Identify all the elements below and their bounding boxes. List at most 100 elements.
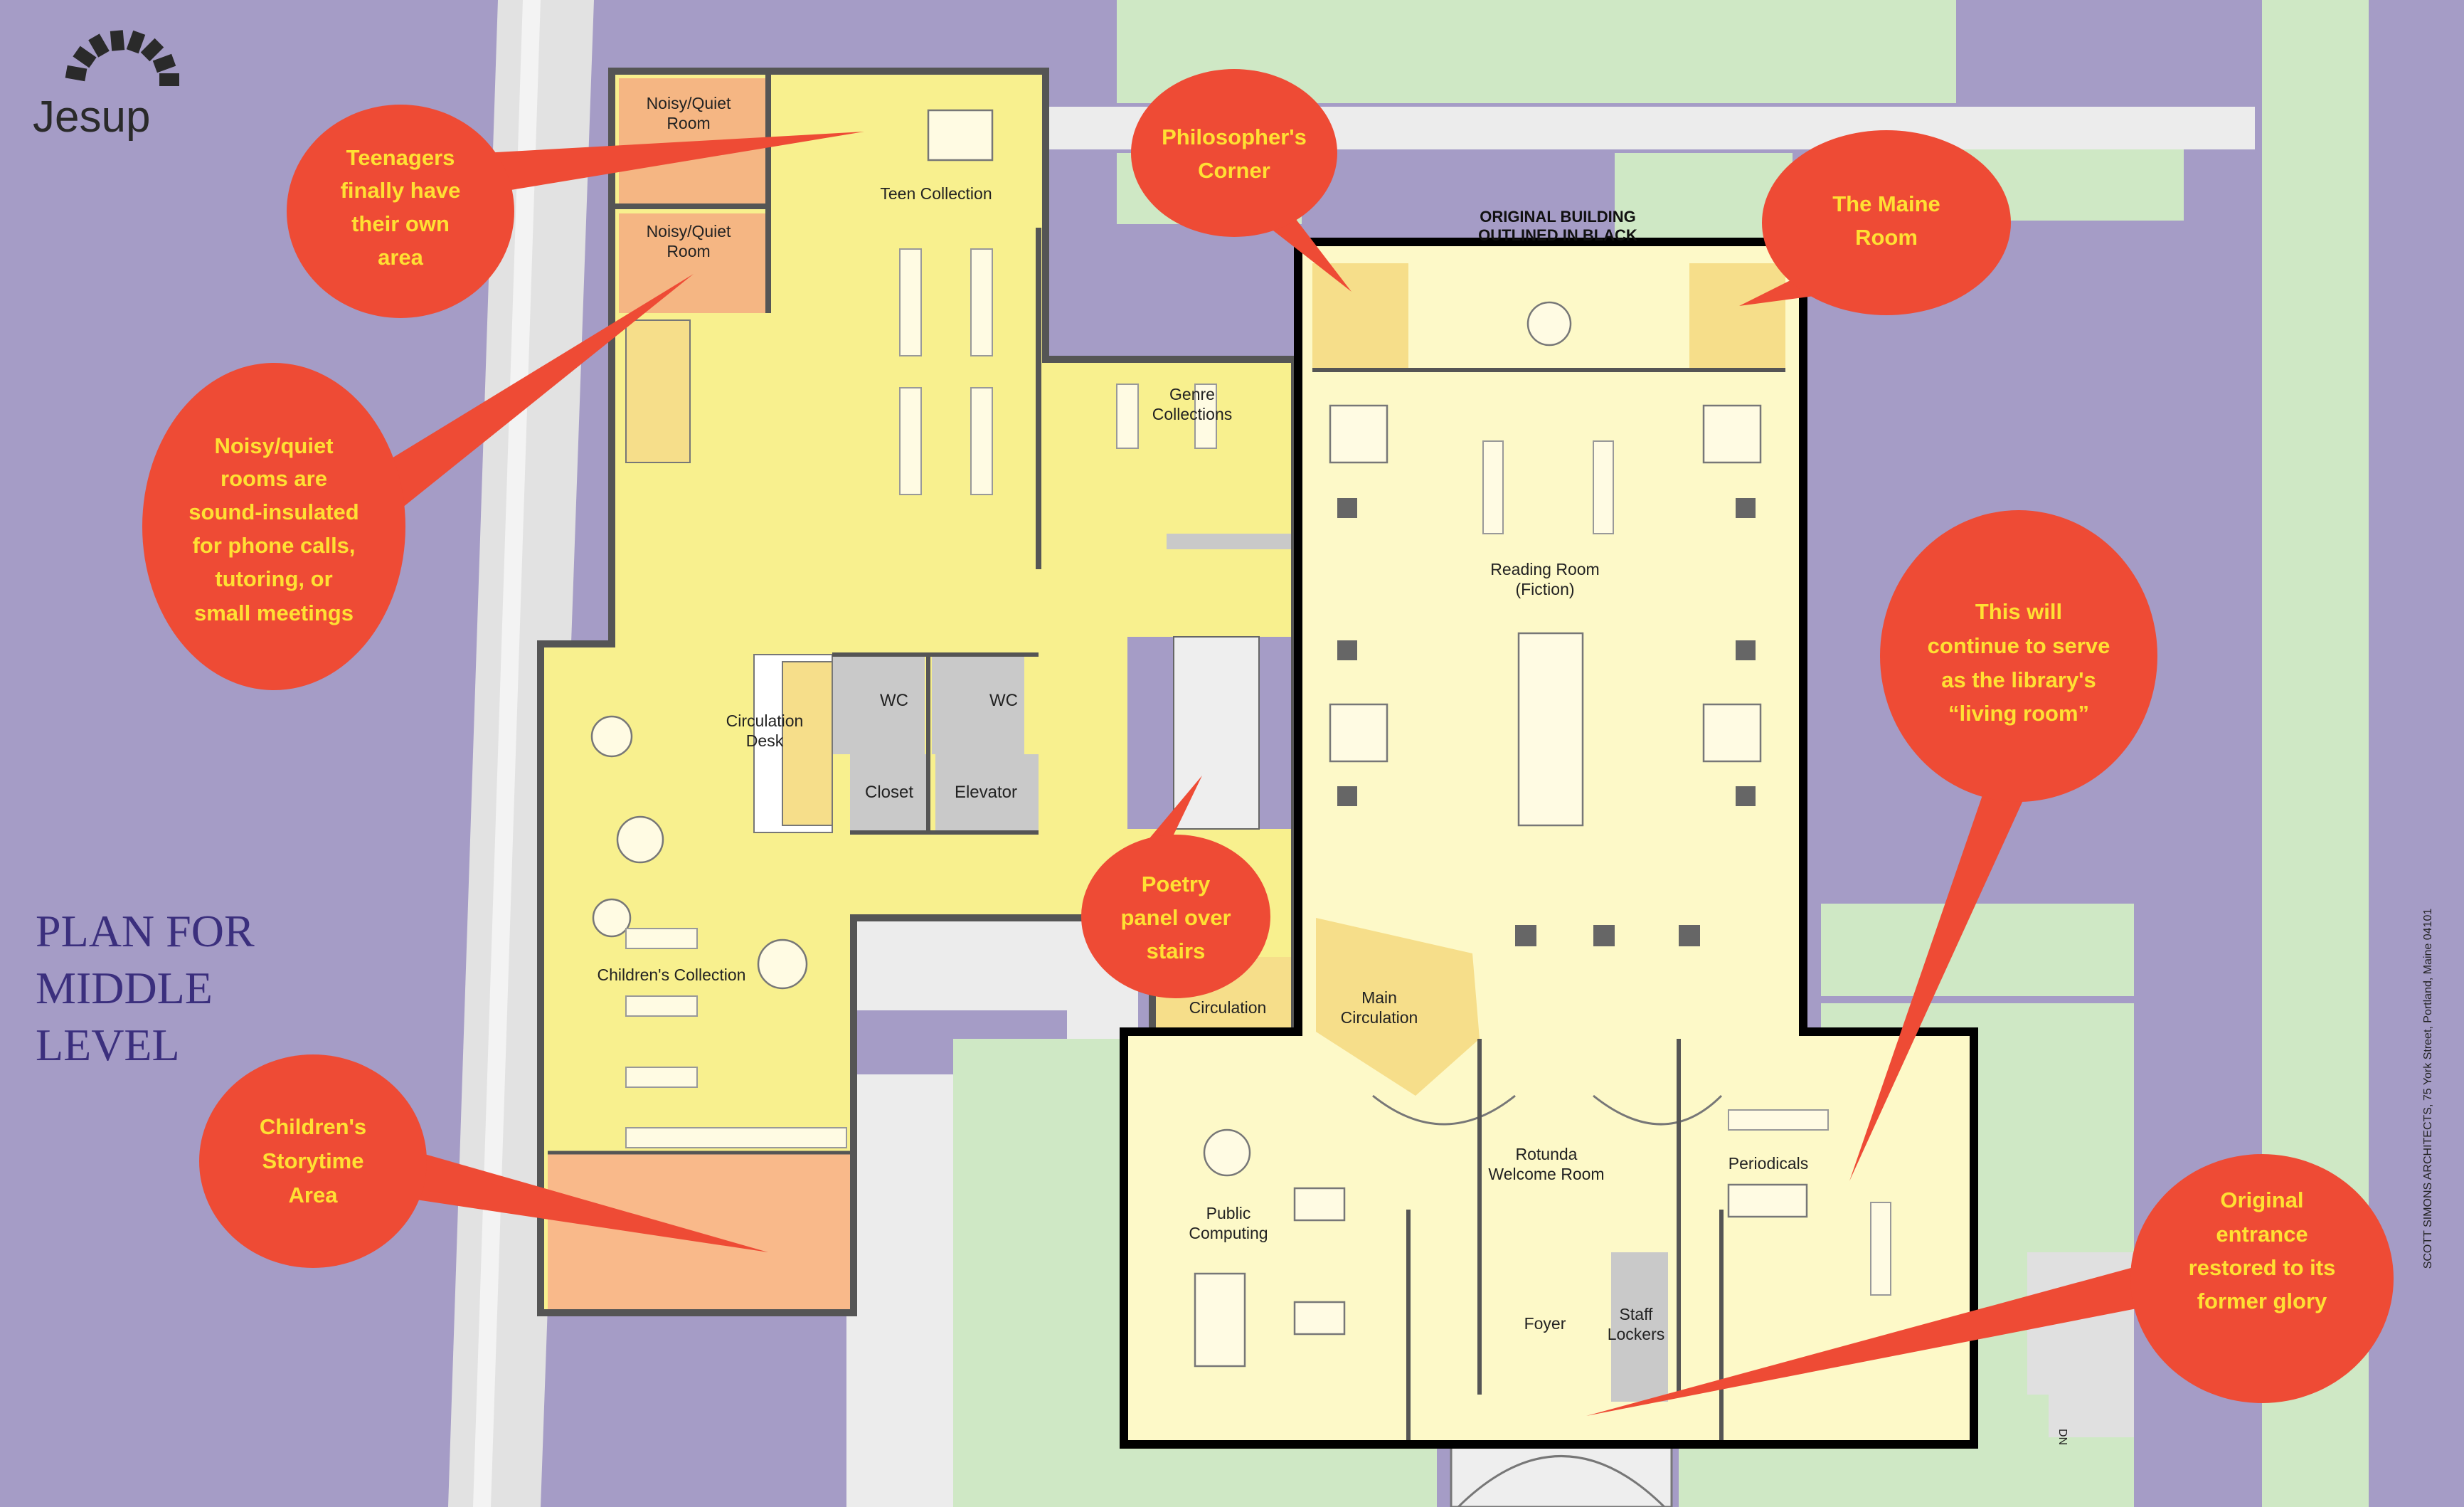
maine-callout-line: Room [1855, 225, 1918, 250]
periodicals-label: Periodicals [1728, 1154, 1809, 1173]
courtyard-strip [854, 1010, 1067, 1039]
main-circulation-floor [1316, 918, 1480, 1096]
staff-lockers-floor [1611, 1252, 1668, 1402]
noisy-quiet-room-2-floor [619, 213, 768, 313]
periodicals-shelf [1870, 1202, 1891, 1296]
paving-bottom-left [846, 1074, 953, 1507]
living-callout-line: “living room” [1948, 701, 2089, 726]
room-labels: Noisy/Quiet Room Noisy/Quiet Room Teen C… [598, 94, 1809, 1343]
reading-room-label: Reading Room [1490, 560, 1599, 578]
left-curb [473, 0, 541, 1507]
callout-pointers [356, 132, 2170, 1416]
column [1736, 786, 1756, 806]
storytime-pointer [370, 1138, 768, 1252]
philosopher-callout [1131, 69, 1337, 237]
column [1679, 925, 1700, 946]
genre-shelf [1194, 384, 1217, 449]
living-callout-line: as the library's [1941, 667, 2096, 692]
teen-shelf [970, 387, 993, 495]
round-table [592, 898, 632, 938]
maine-room-floor [1689, 263, 1785, 370]
public-computing-label: Computing [1189, 1224, 1268, 1242]
rotunda-label: Welcome Room [1488, 1165, 1604, 1183]
column [1337, 498, 1357, 518]
computing-desk [1293, 1187, 1346, 1222]
plan-title-line: MIDDLE [36, 963, 213, 1013]
column [1736, 640, 1756, 660]
entrance-callout-line: Original [2220, 1188, 2303, 1212]
philosopher-callout-line: Philosopher's [1162, 125, 1307, 149]
children-shelf [625, 995, 698, 1017]
living-callout-line: This will [1975, 599, 2062, 624]
reading-table [1702, 703, 1762, 763]
teen-shelf [899, 248, 922, 356]
children-shelf [625, 1067, 698, 1088]
genre-shelf [1116, 384, 1139, 449]
teen-callout [287, 105, 514, 318]
dn-label: DN [2056, 1429, 2069, 1445]
storytime-callout-line: Children's [260, 1114, 366, 1139]
noisy-callout-line: small meetings [194, 601, 354, 625]
rotunda-arc [1593, 1094, 1723, 1126]
circulation-label: Circulation [1189, 998, 1267, 1017]
wc1-floor [832, 655, 925, 754]
living-pointer [1849, 768, 2034, 1181]
foyer-label: Foyer [1524, 1314, 1566, 1333]
plan-title-line: LEVEL [36, 1020, 180, 1070]
round-table [1203, 1128, 1251, 1177]
logo-wordmark: Jesup [33, 92, 150, 142]
elevator-floor [935, 754, 1039, 832]
childrens-collection-label: Children's Collection [598, 966, 746, 984]
storytime-callout-line: Storytime [262, 1148, 364, 1173]
rotunda-arc [1372, 1094, 1516, 1126]
poetry-callout-line: stairs [1147, 938, 1206, 963]
children-shelf [625, 928, 698, 949]
closet-floor [850, 754, 928, 832]
teen-callout-line: their own [351, 211, 450, 236]
teen-table [927, 109, 994, 162]
right-lawn [2262, 0, 2369, 1507]
reading-table [1329, 404, 1388, 464]
wc2-floor [932, 655, 1024, 754]
periodicals-table [1727, 1183, 1808, 1218]
closet-label: Closet [865, 783, 913, 802]
noisy-quiet-room-2-label: Room [667, 242, 710, 260]
teen-shelf [899, 387, 922, 495]
plan-title: PLAN FOR MIDDLE LEVEL [36, 906, 255, 1070]
reading-shelf [1482, 440, 1504, 534]
genre-collections-label: Genre [1169, 385, 1215, 403]
architect-credit: SCOTT SIMONS ARCHITECTS, 75 York Street,… [2422, 909, 2434, 1269]
furniture [590, 109, 1891, 1368]
reading-long-table [1517, 632, 1584, 827]
entrance-callout-line: restored to its [2189, 1255, 2336, 1280]
children-shelf [625, 1127, 847, 1148]
entrance-callout-line: former glory [2197, 1289, 2327, 1313]
public-computing-label: Public [1206, 1204, 1251, 1222]
jesup-logo: Jesup [33, 30, 179, 142]
reading-shelf [1593, 440, 1614, 534]
original-building-floor [1124, 242, 1974, 1444]
plan-title-line: PLAN FOR [36, 906, 255, 956]
teen-callout-line: finally have [341, 178, 461, 203]
teen-shelf [970, 248, 993, 356]
rotunda-label: Rotunda [1516, 1145, 1578, 1163]
living-callout-line: continue to serve [1928, 633, 2110, 658]
computing-table [1194, 1272, 1246, 1368]
outline-note-line: ORIGINAL BUILDING [1480, 208, 1636, 226]
logo-arc-icon [65, 30, 179, 86]
main-circulation-label: Circulation [1341, 1008, 1418, 1027]
teen-collection-label: Teen Collection [880, 184, 992, 203]
round-table [757, 938, 808, 990]
circulation-desk-label: Desk [746, 731, 784, 750]
column [1337, 786, 1357, 806]
philosophers-corner-floor [1312, 263, 1408, 370]
teen-callout-line: Teenagers [346, 145, 455, 170]
noisy-pointer [356, 274, 694, 519]
teen-callout-line: area [378, 245, 424, 270]
west-stair [625, 319, 691, 463]
outline-note-line: OUTLINED IN BLACK [1478, 226, 1637, 244]
computing-desk [1293, 1301, 1346, 1336]
circulation-desk-work [782, 661, 833, 826]
noisy-callout-line: sound-insulated [188, 499, 359, 524]
genre-bench [1167, 534, 1295, 549]
